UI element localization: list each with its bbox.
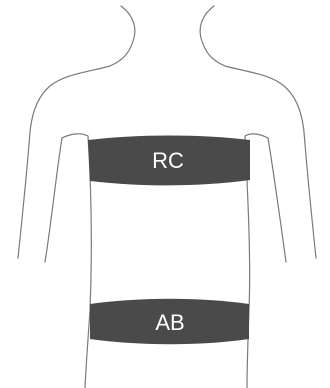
abdomen-band-label: AB [155,310,184,335]
right-neck-line [200,6,316,258]
left-torso-side [62,134,91,388]
left-arm-inner [45,138,62,262]
right-arm-inner [268,138,286,262]
chest-band-label: RC [152,148,184,173]
left-neck-line [18,6,135,258]
